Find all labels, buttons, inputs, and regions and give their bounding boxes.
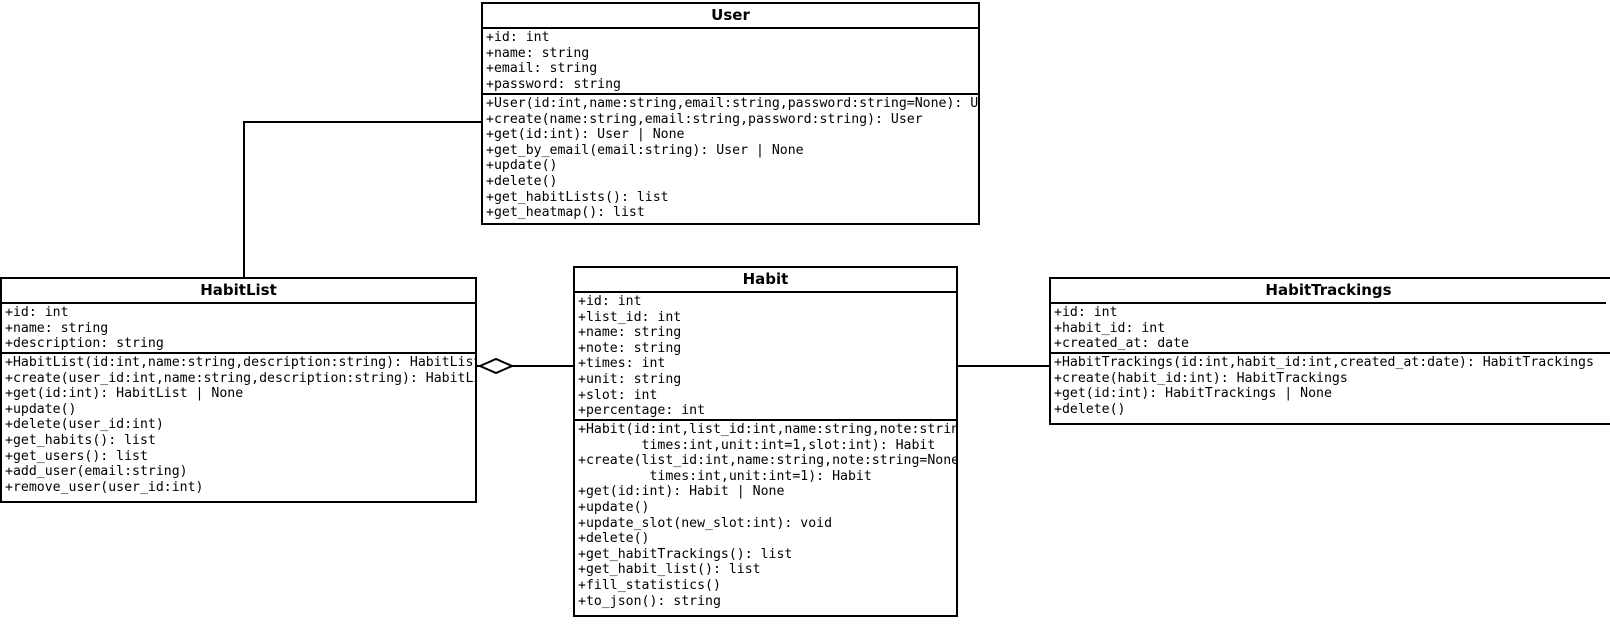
attribute-line: +name: string bbox=[5, 320, 109, 336]
method-line: +HabitTrackings(id:int,habit_id:int,crea… bbox=[1054, 355, 1594, 370]
method-line: +delete() bbox=[486, 173, 558, 189]
attribute-line: +description: string bbox=[5, 336, 164, 352]
method-line: +get_habits(): list bbox=[5, 432, 156, 448]
method-line: +to_json(): string bbox=[578, 593, 721, 609]
class-box-user[interactable]: User +id: int +name: string +email: stri… bbox=[481, 2, 980, 225]
method-line: +HabitList(id:int,name:string,descriptio… bbox=[5, 355, 477, 370]
method-line: +delete(user_id:int) bbox=[5, 417, 164, 433]
method-line: +update() bbox=[5, 401, 77, 417]
method-line: +delete() bbox=[1054, 401, 1126, 417]
class-box-habitlist[interactable]: HabitList +id: int +name: string +descri… bbox=[0, 277, 477, 503]
method-line: +update_slot(new_slot:int): void bbox=[578, 515, 833, 531]
attribute-line: +name: string bbox=[486, 45, 590, 61]
class-title-user: User bbox=[483, 4, 978, 29]
method-line: +get(id:int): Habit | None bbox=[578, 484, 785, 500]
attribute-line: +id: int bbox=[578, 294, 642, 309]
attribute-line: +name: string bbox=[578, 325, 682, 341]
method-line: +get_habitTrackings(): list bbox=[578, 546, 793, 562]
class-title-habit: Habit bbox=[575, 268, 956, 293]
method-line: +Habit(id:int,list_id:int,name:string,no… bbox=[578, 422, 958, 437]
method-line: +User(id:int,name:string,email:string,pa… bbox=[486, 96, 980, 111]
attribute-line: +habit_id: int bbox=[1054, 320, 1166, 336]
class-attributes-habitlist: +id: int +name: string +description: str… bbox=[2, 304, 475, 354]
method-line: +add_user(email:string) bbox=[5, 464, 188, 480]
attribute-line: +list_id: int bbox=[578, 309, 682, 325]
attribute-line: +slot: int bbox=[578, 387, 658, 403]
method-line: +create(list_id:int,name:string,note:str… bbox=[578, 453, 958, 469]
attribute-line: +id: int bbox=[486, 30, 550, 45]
class-attributes-user: +id: int +name: string +email: string +p… bbox=[483, 29, 978, 95]
edge-habit-habittrackings bbox=[957, 365, 1051, 367]
class-methods-habit: +Habit(id:int,list_id:int,name:string,no… bbox=[575, 421, 956, 611]
edge-user-habitlist-vertical bbox=[243, 121, 245, 279]
class-methods-user: +User(id:int,name:string,email:string,pa… bbox=[483, 95, 978, 223]
attribute-line: +percentage: int bbox=[578, 403, 706, 419]
method-line: +create(habit_id:int): HabitTrackings bbox=[1054, 370, 1348, 386]
method-line: +fill_statistics() bbox=[578, 577, 721, 593]
attribute-line: +id: int bbox=[1054, 305, 1118, 320]
attribute-line: +created_at: date bbox=[1054, 336, 1189, 352]
attribute-line: +id: int bbox=[5, 305, 69, 320]
attribute-line: +times: int bbox=[578, 356, 666, 372]
method-line: times:int,unit:int=1,slot:int): Habit bbox=[578, 437, 936, 453]
method-line: +delete() bbox=[578, 531, 650, 547]
method-line: times:int,unit:int=1): Habit bbox=[578, 468, 872, 484]
class-box-habit[interactable]: Habit +id: int +list_id: int +name: stri… bbox=[573, 266, 958, 617]
edge-habitlist-habit bbox=[476, 365, 575, 367]
method-line: +update() bbox=[486, 158, 558, 174]
edge-user-habitlist-horizontal bbox=[243, 121, 483, 123]
method-line: +remove_user(user_id:int) bbox=[5, 479, 204, 495]
class-attributes-habit: +id: int +list_id: int +name: string +no… bbox=[575, 293, 956, 421]
method-line: +create(user_id:int,name:string,descript… bbox=[5, 370, 477, 386]
class-title-habitlist: HabitList bbox=[2, 279, 475, 304]
method-line: +get(id:int): HabitList | None bbox=[5, 386, 244, 402]
method-line: +get(id:int): HabitTrackings | None bbox=[1054, 386, 1332, 402]
class-title-habittrackings: HabitTrackings bbox=[1051, 279, 1606, 304]
method-line: +get_heatmap(): list bbox=[486, 205, 645, 221]
attribute-line: +password: string bbox=[486, 76, 621, 92]
method-line: +update() bbox=[578, 499, 650, 515]
method-line: +get_habit_list(): list bbox=[578, 562, 761, 578]
attribute-line: +note: string bbox=[578, 340, 682, 356]
method-line: +create(name:string,email:string,passwor… bbox=[486, 111, 923, 127]
attribute-line: +unit: string bbox=[578, 371, 682, 387]
class-methods-habitlist: +HabitList(id:int,name:string,descriptio… bbox=[2, 354, 475, 497]
class-box-habittrackings[interactable]: HabitTrackings +id: int +habit_id: int +… bbox=[1049, 277, 1610, 425]
attribute-line: +email: string bbox=[486, 61, 598, 77]
method-line: +get_habitLists(): list bbox=[486, 189, 669, 205]
method-line: +get_users(): list bbox=[5, 448, 148, 464]
method-line: +get(id:int): User | None bbox=[486, 127, 685, 143]
class-attributes-habittrackings: +id: int +habit_id: int +created_at: dat… bbox=[1051, 304, 1610, 354]
method-line: +get_by_email(email:string): User | None bbox=[486, 142, 804, 158]
class-methods-habittrackings: +HabitTrackings(id:int,habit_id:int,crea… bbox=[1051, 354, 1610, 419]
